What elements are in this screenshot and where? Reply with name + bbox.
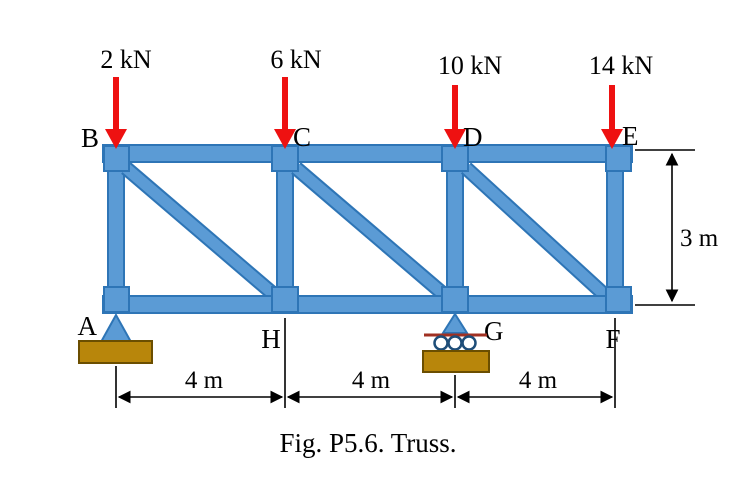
load-arrow-C	[274, 77, 296, 149]
roller-wheel-1	[433, 335, 449, 351]
member-top-chord	[102, 144, 633, 163]
gusset-G	[441, 286, 469, 313]
load-arrow-B	[105, 77, 127, 149]
gusset-H	[271, 286, 299, 313]
pin-base	[78, 340, 153, 364]
roller-wheel-3	[461, 335, 477, 351]
span-dimensions: 4 m 4 m 4 m	[115, 318, 616, 408]
roller-support-G	[422, 312, 490, 373]
pin-support-A	[78, 312, 153, 364]
joint-label-H: H	[261, 324, 281, 354]
load-label-2kn: 2 kN	[100, 45, 152, 74]
member-diagonal-DF	[460, 162, 614, 304]
load-arrows	[105, 77, 623, 149]
height-dimension: 3 m	[635, 149, 719, 306]
load-label-10kn: 10 kN	[438, 51, 503, 80]
gusset-F	[605, 286, 632, 313]
member-diagonal-CG	[291, 162, 453, 304]
load-arrow-E	[601, 85, 623, 149]
truss-members	[102, 144, 633, 314]
pin-triangle	[99, 312, 133, 343]
load-arrow-D	[444, 85, 466, 149]
load-label-6kn: 6 kN	[270, 45, 322, 74]
gusset-B	[103, 145, 130, 172]
member-bottom-chord	[102, 295, 633, 314]
joint-label-D: D	[463, 122, 483, 152]
span1-dimension-label: 4 m	[185, 367, 224, 394]
gusset-E	[605, 145, 632, 172]
joint-label-F: F	[605, 324, 620, 354]
joint-label-B: B	[81, 123, 99, 153]
roller-wheel-2	[447, 335, 463, 351]
joint-label-E: E	[622, 121, 639, 151]
gusset-C	[271, 145, 299, 172]
span3-dimension-label: 4 m	[519, 367, 558, 394]
joint-label-G: G	[484, 316, 504, 346]
roller-triangle	[441, 312, 469, 334]
joint-label-A: A	[78, 311, 98, 341]
roller-base	[422, 350, 490, 373]
figure-caption: Fig. P5.6. Truss.	[279, 428, 456, 458]
member-diagonal-BH	[121, 162, 283, 304]
gusset-A	[103, 286, 130, 313]
joint-label-C: C	[293, 122, 311, 152]
height-dimension-label: 3 m	[680, 225, 719, 252]
span2-dimension-label: 4 m	[352, 367, 391, 394]
load-label-14kn: 14 kN	[589, 51, 654, 80]
